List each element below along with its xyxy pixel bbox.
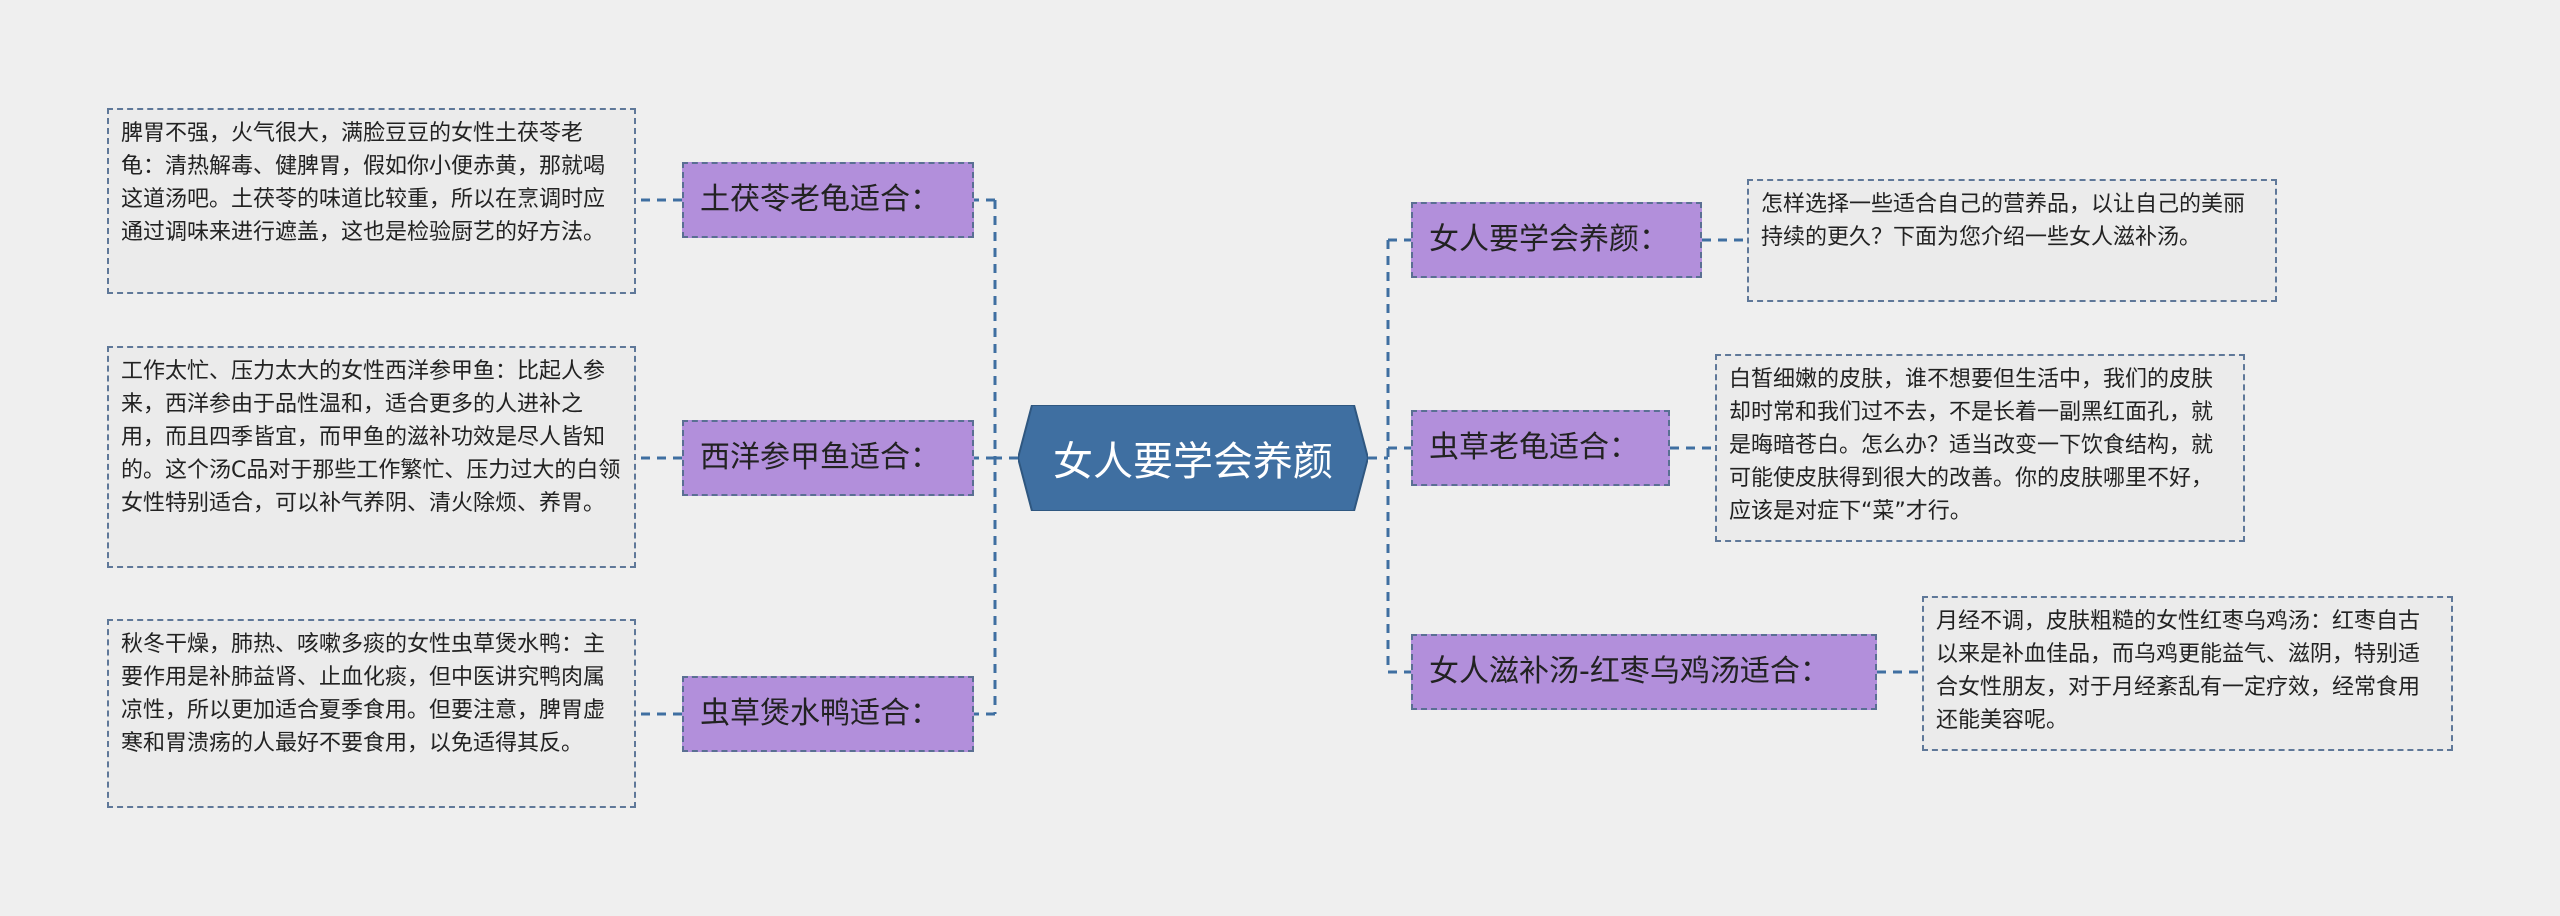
detail-tufuling-turtle: 脾胃不强，火气很大，满脸豆豆的女性土茯苓老龟：清热解毒、健脾胃，假如你小便赤黄，… <box>107 108 636 294</box>
detail-chongcao-turtle: 白皙细嫩的皮肤，谁不想要但生活中，我们的皮肤却时常和我们过不去，不是长着一副黑红… <box>1715 354 2245 542</box>
branch-title: 虫草煲水鸭适合： <box>700 696 940 731</box>
branch-title: 女人滋补汤-红枣乌鸡汤适合： <box>1429 654 1830 689</box>
branch-women-beauty[interactable]: 女人要学会养颜： <box>1411 202 1702 278</box>
branch-title: 土茯苓老龟适合： <box>700 182 940 217</box>
branch-title: 女人要学会养颜： <box>1429 222 1669 257</box>
central-topic-label: 女人要学会养颜 <box>1053 439 1333 485</box>
branch-tufuling-turtle[interactable]: 土茯苓老龟适合： <box>682 162 974 238</box>
branch-title: 西洋参甲鱼适合： <box>700 440 940 475</box>
detail-xiyangshen-softshell: 工作太忙、压力太大的女性西洋参甲鱼：比起人参来，西洋参由于品性温和，适合更多的人… <box>107 346 636 568</box>
branch-chongcao-duck[interactable]: 虫草煲水鸭适合： <box>682 676 974 752</box>
branch-xiyangshen-softshell[interactable]: 西洋参甲鱼适合： <box>682 420 974 496</box>
detail-chongcao-duck: 秋冬干燥，肺热、咳嗽多痰的女性虫草煲水鸭：主要作用是补肺益肾、止血化痰，但中医讲… <box>107 619 636 808</box>
branch-chongcao-turtle[interactable]: 虫草老龟适合： <box>1411 410 1670 486</box>
detail-text: 脾胃不强，火气很大，满脸豆豆的女性土茯苓老龟：清热解毒、健脾胃，假如你小便赤黄，… <box>121 121 606 245</box>
detail-text: 月经不调，皮肤粗糙的女性红枣乌鸡汤：红枣自古以来是补血佳品，而乌鸡更能益气、滋阴… <box>1936 609 2421 733</box>
branch-jujube-chicken-soup[interactable]: 女人滋补汤-红枣乌鸡汤适合： <box>1411 634 1877 710</box>
detail-text: 白皙细嫩的皮肤，谁不想要但生活中，我们的皮肤却时常和我们过不去，不是长着一副黑红… <box>1729 367 2214 524</box>
detail-text: 秋冬干燥，肺热、咳嗽多痰的女性虫草煲水鸭：主要作用是补肺益肾、止血化痰，但中医讲… <box>121 632 606 756</box>
detail-women-beauty: 怎样选择一些适合自己的营养品，以让自己的美丽持续的更久？下面为您介绍一些女人滋补… <box>1747 179 2277 302</box>
central-topic[interactable]: 女人要学会养颜 <box>1018 405 1368 511</box>
branch-title: 虫草老龟适合： <box>1429 430 1639 465</box>
detail-text: 工作太忙、压力太大的女性西洋参甲鱼：比起人参来，西洋参由于品性温和，适合更多的人… <box>121 359 621 516</box>
detail-text: 怎样选择一些适合自己的营养品，以让自己的美丽持续的更久？下面为您介绍一些女人滋补… <box>1761 192 2246 250</box>
central-topic-shape <box>1018 405 1368 511</box>
detail-jujube-chicken-soup: 月经不调，皮肤粗糙的女性红枣乌鸡汤：红枣自古以来是补血佳品，而乌鸡更能益气、滋阴… <box>1922 596 2453 751</box>
